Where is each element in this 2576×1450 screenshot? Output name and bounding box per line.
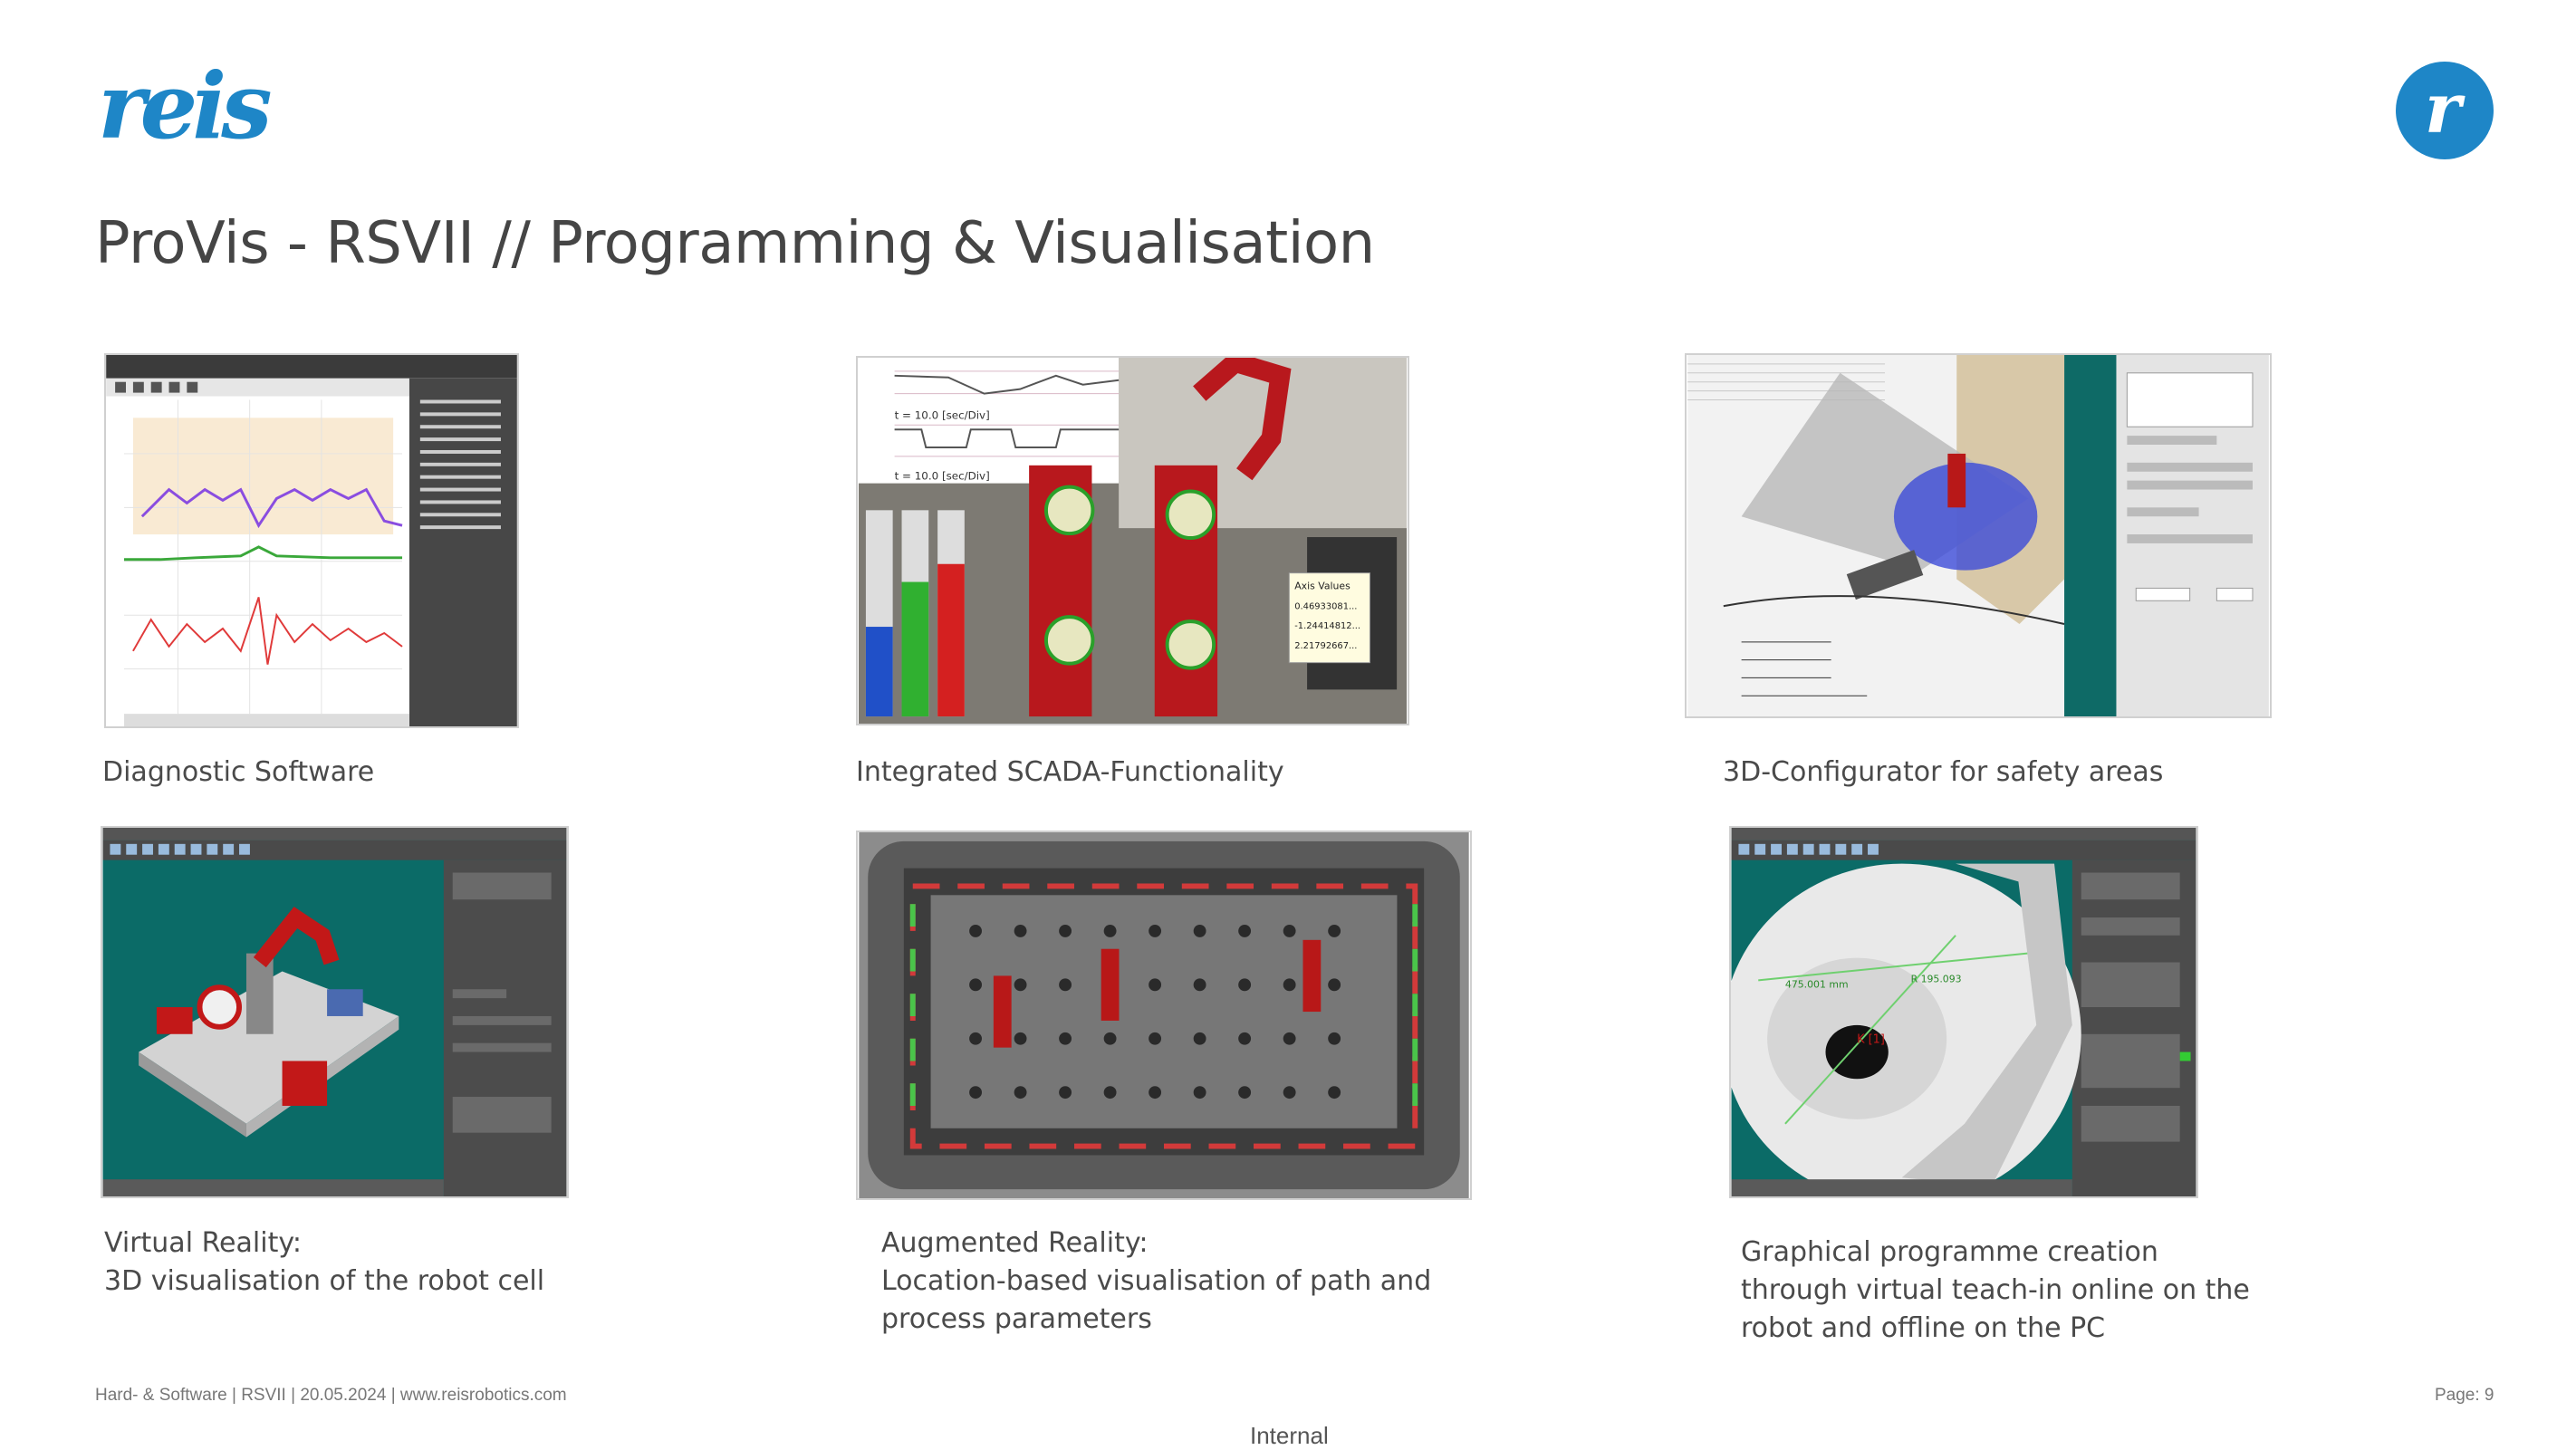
scada-axis-values-title: Axis Values <box>1294 580 1350 591</box>
reis-logo-text: reis <box>98 67 271 149</box>
augmented-reality-photo <box>856 831 1472 1200</box>
teach-dimension-1: 475.001 mm <box>1785 978 1849 990</box>
caption-virtual-reality: Virtual Reality: 3D visualisation of the… <box>104 1224 544 1301</box>
caption-augmented-reality: Augmented Reality: Location-based visual… <box>881 1224 1431 1339</box>
scada-axis-value-1: 0.46933081... <box>1294 601 1357 611</box>
teach-dimension-2: R 195.093 <box>1911 973 1962 984</box>
caption-line: process parameters <box>881 1303 1152 1335</box>
caption-line: Virtual Reality: <box>104 1227 303 1259</box>
caption-line: Location-based visualisation of path and <box>881 1265 1432 1297</box>
caption-line: Graphical programme creation <box>1741 1236 2158 1268</box>
3d-configurator-screenshot <box>1685 353 2272 718</box>
caption-line: Augmented Reality: <box>881 1227 1149 1259</box>
reis-badge-icon: r <box>2396 62 2494 159</box>
caption-graphical-programme: Graphical programme creation through vir… <box>1741 1234 2250 1348</box>
scada-axis-value-3: 2.21792667... <box>1294 641 1357 651</box>
caption-diagnostic-software: Diagnostic Software <box>102 754 374 792</box>
scada-functionality-photo: t = 10.0 [sec/Div] t = 10.0 [sec/Div] Ax… <box>856 356 1409 725</box>
caption-line: robot and offline on the PC <box>1741 1312 2106 1344</box>
caption-scada: Integrated SCADA-Functionality <box>856 754 1284 792</box>
caption-line: 3D visualisation of the robot cell <box>104 1265 545 1297</box>
scada-chart1-time: t = 10.0 [sec/Div] <box>895 408 990 421</box>
virtual-reality-screenshot <box>101 826 569 1198</box>
caption-line: Integrated SCADA-Functionality <box>856 756 1284 788</box>
scada-chart2-time: t = 10.0 [sec/Div] <box>895 470 990 483</box>
teach-in-screenshot: 475.001 mm R 195.093 K [1] <box>1729 826 2198 1198</box>
caption-line: 3D-Configurator for safety areas <box>1723 756 2164 788</box>
slide-title: ProVis - RSVII // Programming & Visualis… <box>95 210 1375 277</box>
classification-label: Internal <box>1250 1422 1329 1449</box>
caption-line: through virtual teach-in online on the <box>1741 1274 2250 1306</box>
scada-axis-value-2: -1.24414812... <box>1294 621 1360 631</box>
footer-info: Hard- & Software | RSVII | 20.05.2024 | … <box>95 1386 567 1405</box>
caption-line: Diagnostic Software <box>102 756 375 788</box>
caption-3d-configurator: 3D-Configurator for safety areas <box>1723 754 2163 792</box>
reis-badge-letter: r <box>2425 68 2465 149</box>
teach-point-label: K [1] <box>1857 1033 1885 1047</box>
diagnostic-software-screenshot <box>104 353 519 728</box>
reis-logo: reis <box>98 67 276 149</box>
page-number: Page: 9 <box>2435 1386 2494 1405</box>
